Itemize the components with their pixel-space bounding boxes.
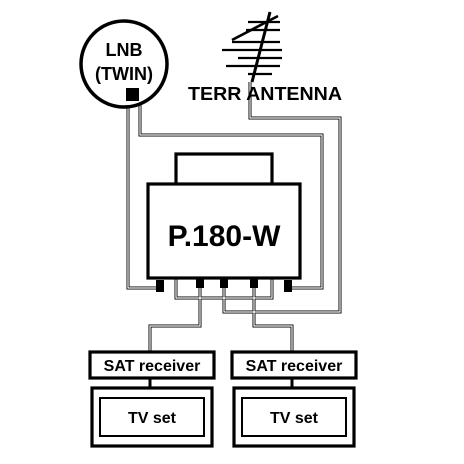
switch-body bbox=[146, 182, 302, 280]
switch-unit: P.180-W bbox=[146, 152, 302, 292]
antenna-label: TERR ANTENNA bbox=[188, 84, 342, 104]
tv-set-2: TV set bbox=[232, 386, 356, 448]
tv-label-1: TV set bbox=[128, 410, 177, 427]
lnb-dish-circle bbox=[79, 19, 169, 109]
tv-screen-1 bbox=[99, 397, 205, 437]
terr-antenna bbox=[222, 11, 282, 83]
switch-port-in-2 bbox=[284, 280, 292, 292]
receiver-label-1: SAT receiver bbox=[104, 358, 201, 375]
sat-receiver-2: SAT receiver bbox=[230, 350, 358, 380]
tv-screen-2 bbox=[241, 397, 347, 437]
receiver-box-1 bbox=[88, 350, 216, 380]
lnb-label-line1: LNB bbox=[106, 40, 143, 60]
switch-port-out-2 bbox=[250, 278, 258, 288]
antenna-elements bbox=[222, 20, 282, 76]
switch-port-out-1 bbox=[196, 278, 204, 288]
lnb-twin: LNB (TWIN) bbox=[79, 19, 169, 109]
switch-port-terr bbox=[220, 278, 228, 288]
sat-receiver-1: SAT receiver bbox=[88, 350, 216, 380]
switch-model-label: P.180-W bbox=[168, 220, 282, 253]
antenna-boom bbox=[231, 14, 279, 42]
lnb-label-line2: (TWIN) bbox=[95, 64, 153, 84]
antenna-mast bbox=[250, 11, 272, 83]
receiver-box-2 bbox=[230, 350, 358, 380]
coax-cables bbox=[126, 82, 342, 392]
switch-port-in-1 bbox=[156, 280, 164, 292]
lnb-connector bbox=[126, 88, 139, 101]
receiver-label-2: SAT receiver bbox=[246, 358, 343, 375]
tv-label-2: TV set bbox=[270, 410, 319, 427]
tv-set-1: TV set bbox=[90, 386, 214, 448]
